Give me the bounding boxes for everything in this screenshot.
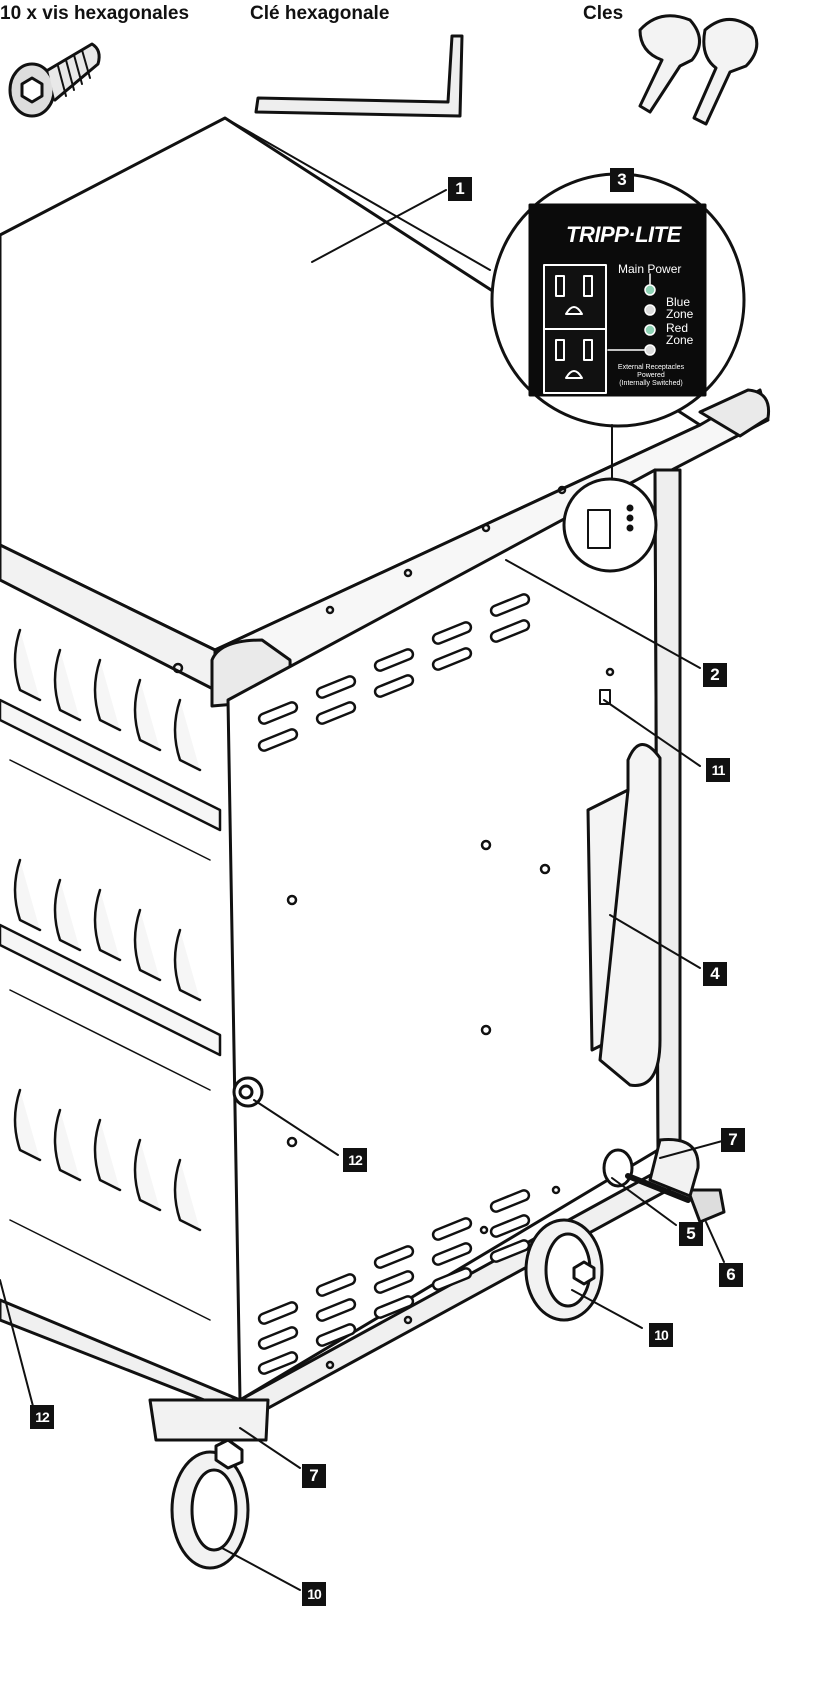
callout-2: 2 bbox=[703, 663, 727, 687]
callout-10-rear: 10 bbox=[649, 1323, 673, 1347]
device-dividers bbox=[0, 628, 222, 1321]
red-zone-label-2: Zone bbox=[666, 333, 694, 347]
callout-11: 11 bbox=[706, 758, 730, 782]
external-note-3: (Internally Switched) bbox=[619, 380, 683, 387]
screws-label: 10 x vis hexagonales bbox=[0, 3, 190, 24]
red-zone-label-1: Red bbox=[666, 321, 689, 335]
blue-zone-label-1: Blue bbox=[666, 295, 691, 309]
bottom-vents bbox=[257, 1189, 531, 1375]
callout-7-rear: 7 bbox=[721, 1128, 745, 1152]
panel-screws bbox=[172, 485, 615, 1370]
hex-key-icon bbox=[254, 34, 464, 118]
outlet-lower bbox=[543, 328, 607, 394]
blue-zone-label-2: Zone bbox=[666, 307, 694, 321]
side-handle bbox=[586, 743, 662, 1087]
caster-front bbox=[148, 1398, 270, 1570]
hex-key-label: Clé hexagonale bbox=[250, 3, 390, 24]
outlet-upper bbox=[543, 264, 607, 330]
callout-10-front: 10 bbox=[302, 1582, 326, 1606]
main-power-label: Main Power bbox=[618, 262, 682, 276]
keys-label: Cles bbox=[583, 3, 624, 24]
leader-lines bbox=[0, 117, 727, 1591]
callout-12-front: 12 bbox=[30, 1405, 54, 1429]
callout-3: 3 bbox=[610, 168, 634, 192]
key-switch bbox=[599, 689, 611, 705]
callout-12-side: 12 bbox=[343, 1148, 367, 1172]
external-note-1: External Receptacles bbox=[617, 364, 685, 371]
power-plug bbox=[686, 1188, 726, 1224]
top-vents bbox=[257, 593, 531, 752]
callout-6: 6 bbox=[719, 1263, 743, 1287]
hex-screw-icon bbox=[8, 42, 101, 118]
keys-icon bbox=[638, 14, 759, 126]
external-note-2: Powered bbox=[637, 372, 665, 379]
brand-logo-text: TRIPP·LITE bbox=[566, 222, 681, 247]
callout-7-front: 7 bbox=[302, 1464, 326, 1488]
callout-5: 5 bbox=[679, 1222, 703, 1246]
callout-1: 1 bbox=[448, 177, 472, 201]
status-leds bbox=[607, 273, 656, 356]
callout-4: 4 bbox=[703, 962, 727, 986]
